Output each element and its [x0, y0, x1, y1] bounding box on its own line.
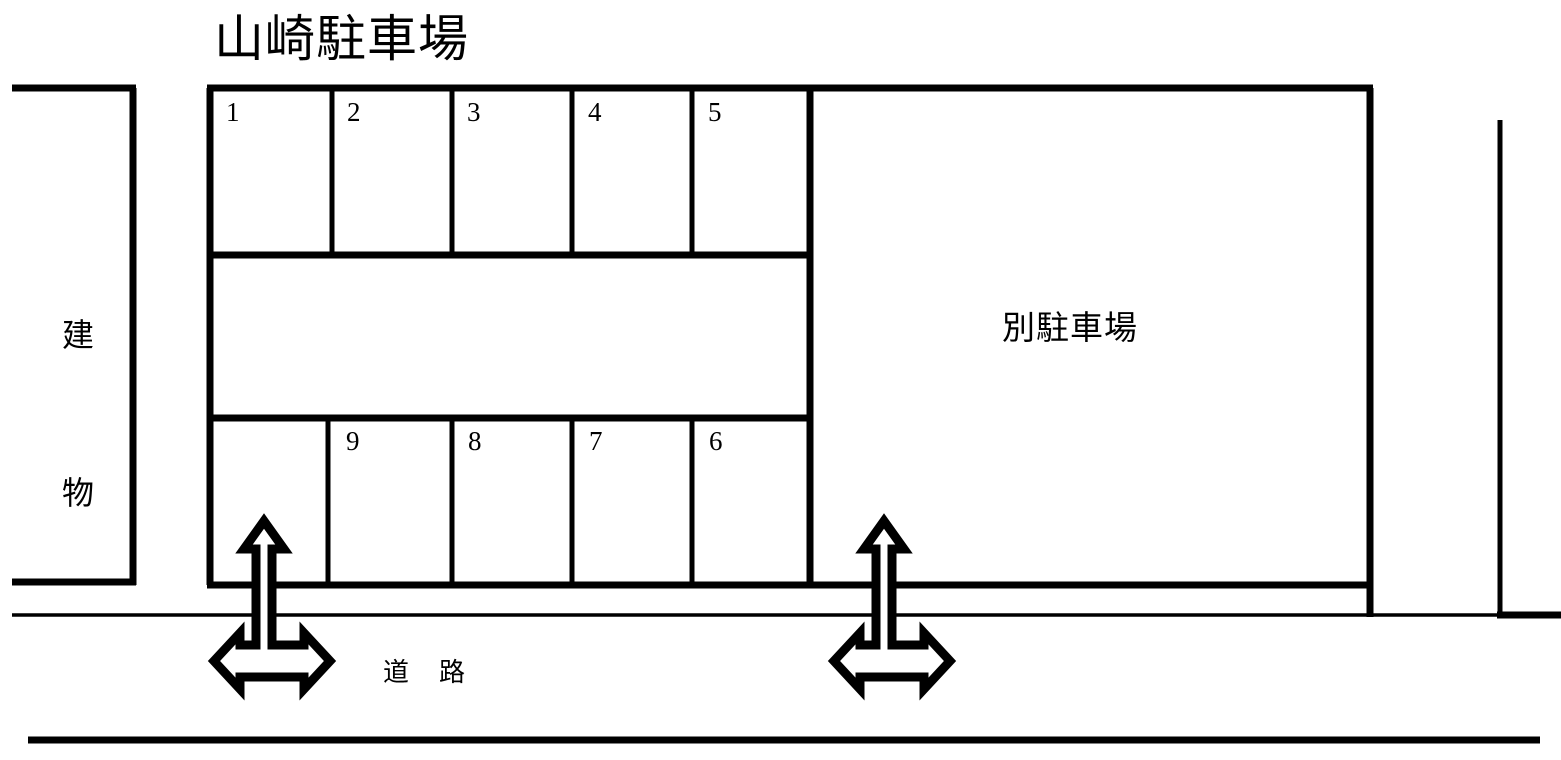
stall-number-9[interactable]: 9: [346, 426, 360, 456]
stall-number-4[interactable]: 4: [588, 97, 602, 127]
stall-number-3[interactable]: 3: [467, 97, 481, 127]
building-label: 建 物: [58, 255, 98, 573]
stall-number-1[interactable]: 1: [226, 97, 240, 127]
stall-number-5[interactable]: 5: [708, 97, 722, 127]
bottom-stall-row-lines: [325, 418, 695, 585]
stall-number-2[interactable]: 2: [347, 97, 361, 127]
page-title: 山崎駐車場: [214, 11, 469, 67]
access-arrow-right: [827, 513, 957, 701]
right-boundary-wall: [1497, 120, 1561, 619]
stall-number-8[interactable]: 8: [468, 426, 482, 456]
building-label-char-1: 建: [61, 317, 94, 353]
building-label-char-2: 物: [61, 475, 94, 511]
stall-number-7[interactable]: 7: [589, 426, 603, 456]
access-arrow-left: [207, 513, 337, 701]
other-parking-lot-label: 別駐車場: [1002, 309, 1138, 346]
road-label: 道 路: [383, 657, 468, 687]
building-outline: [12, 84, 137, 586]
stall-number-6[interactable]: 6: [709, 426, 723, 456]
main-lot-outline: [206, 84, 1374, 617]
top-stall-row-lines: [207, 90, 813, 259]
